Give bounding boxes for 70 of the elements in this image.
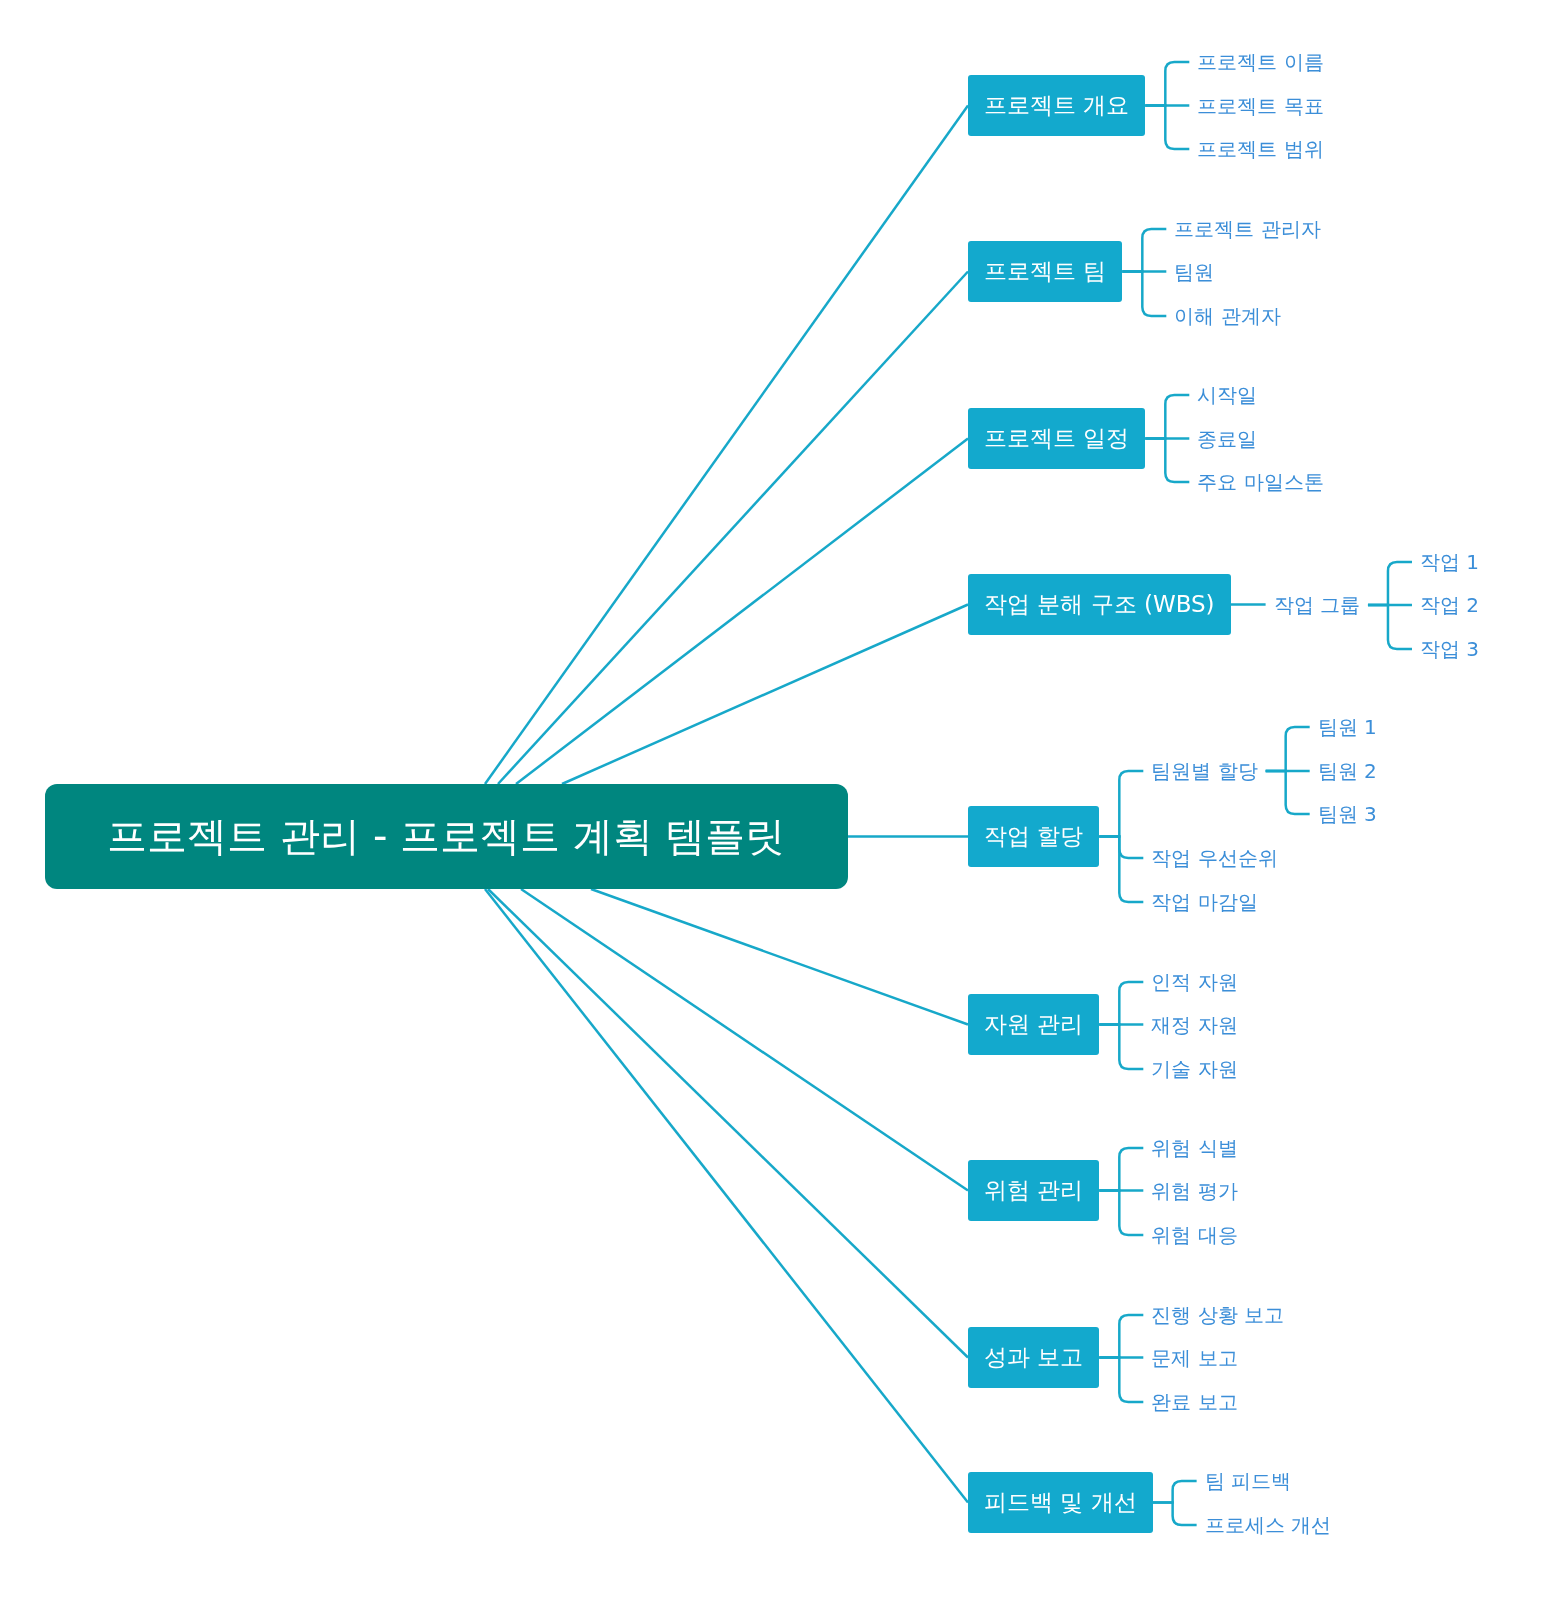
central-topic-text: 프로젝트 관리 - 프로젝트 계획 템플릿 <box>107 812 786 861</box>
subtopic-text: 이해 관계자 <box>1174 302 1281 330</box>
subtopic-text: 팀 피드백 <box>1204 1467 1291 1495</box>
topic-text: 프로젝트 팀 <box>984 257 1107 286</box>
topic-text: 프로젝트 일정 <box>984 424 1130 453</box>
topic-box <box>968 1160 1100 1221</box>
subtopic-text: 인적 자원 <box>1151 968 1238 996</box>
subtopic-text: 진행 상황 보고 <box>1151 1301 1285 1329</box>
topic-text: 작업 분해 구조 (WBS) <box>984 590 1215 619</box>
topic-box <box>968 408 1146 469</box>
subtopic-text: 작업 그룹 <box>1273 591 1360 619</box>
subtopic-text: 팀원별 할당 <box>1151 757 1258 785</box>
connector-line <box>1099 835 1144 904</box>
subtopic-text: 시작일 <box>1197 381 1258 409</box>
subtopic-text: 팀원 3 <box>1317 800 1377 828</box>
connector-line <box>1265 769 1310 816</box>
topic-box <box>968 1472 1153 1533</box>
subtopic-text: 기술 자원 <box>1151 1055 1238 1083</box>
connector-line <box>1099 1356 1144 1404</box>
subtopic-text: 재정 자원 <box>1151 1011 1238 1039</box>
subtopic-text: 작업 마감일 <box>1151 888 1258 916</box>
connector-line <box>1122 270 1167 318</box>
subtopic-text: 프로젝트 범위 <box>1197 135 1324 163</box>
connector-line <box>590 887 969 1026</box>
topic-box <box>968 241 1123 302</box>
topic-text: 위험 관리 <box>984 1176 1084 1205</box>
topic-text: 성과 보고 <box>984 1343 1084 1372</box>
connector-line <box>487 888 969 1359</box>
topic-box <box>968 75 1146 136</box>
subtopic-text: 위험 식별 <box>1151 1134 1238 1162</box>
topic-box <box>968 574 1231 635</box>
subtopic-text: 작업 1 <box>1419 548 1480 576</box>
subtopic-text: 팀원 1 <box>1317 713 1377 741</box>
connector-line <box>1152 1501 1197 1527</box>
connector-line <box>848 835 968 838</box>
connector-line <box>1145 104 1190 151</box>
subtopic-text: 위험 대응 <box>1151 1221 1238 1249</box>
subtopic-text: 작업 2 <box>1419 591 1480 619</box>
connector-line <box>1099 1189 1144 1237</box>
topic-text: 작업 할당 <box>984 822 1084 851</box>
subtopic-text: 완료 보고 <box>1151 1388 1238 1416</box>
connector-line <box>520 887 969 1192</box>
connector-line <box>484 104 969 785</box>
connector-line <box>561 603 969 786</box>
subtopic-text: 작업 3 <box>1419 635 1480 663</box>
subtopic-text: 프로젝트 관리자 <box>1174 215 1321 243</box>
topic-box <box>968 1327 1100 1388</box>
connector-line <box>1145 437 1190 484</box>
subtopic-text: 주요 마일스톤 <box>1197 468 1324 496</box>
subtopic-text: 위험 평가 <box>1151 1177 1238 1205</box>
subtopic-text: 작업 우선순위 <box>1151 844 1278 872</box>
connector-line <box>515 437 969 785</box>
topic-text: 피드백 및 개선 <box>984 1488 1137 1517</box>
central-topic-box <box>45 784 848 889</box>
connector-line <box>1099 1023 1144 1071</box>
subtopic-text: 문제 보고 <box>1151 1344 1238 1372</box>
subtopic-text: 팀원 2 <box>1317 757 1377 785</box>
connector-line <box>1367 603 1412 651</box>
topic-text: 프로젝트 개요 <box>984 91 1130 120</box>
subtopic-text: 프로젝트 이름 <box>1197 48 1324 76</box>
subtopic-text: 팀원 <box>1174 258 1215 286</box>
connector-line <box>484 888 969 1504</box>
subtopic-text: 프로세스 개선 <box>1204 1511 1331 1539</box>
connector-line <box>497 270 969 785</box>
topic-box <box>968 994 1100 1055</box>
subtopic-text: 종료일 <box>1197 425 1258 453</box>
topic-text: 자원 관리 <box>984 1010 1084 1039</box>
topic-box <box>968 806 1100 867</box>
connector-line <box>1230 603 1266 606</box>
subtopic-text: 프로젝트 목표 <box>1197 92 1324 120</box>
